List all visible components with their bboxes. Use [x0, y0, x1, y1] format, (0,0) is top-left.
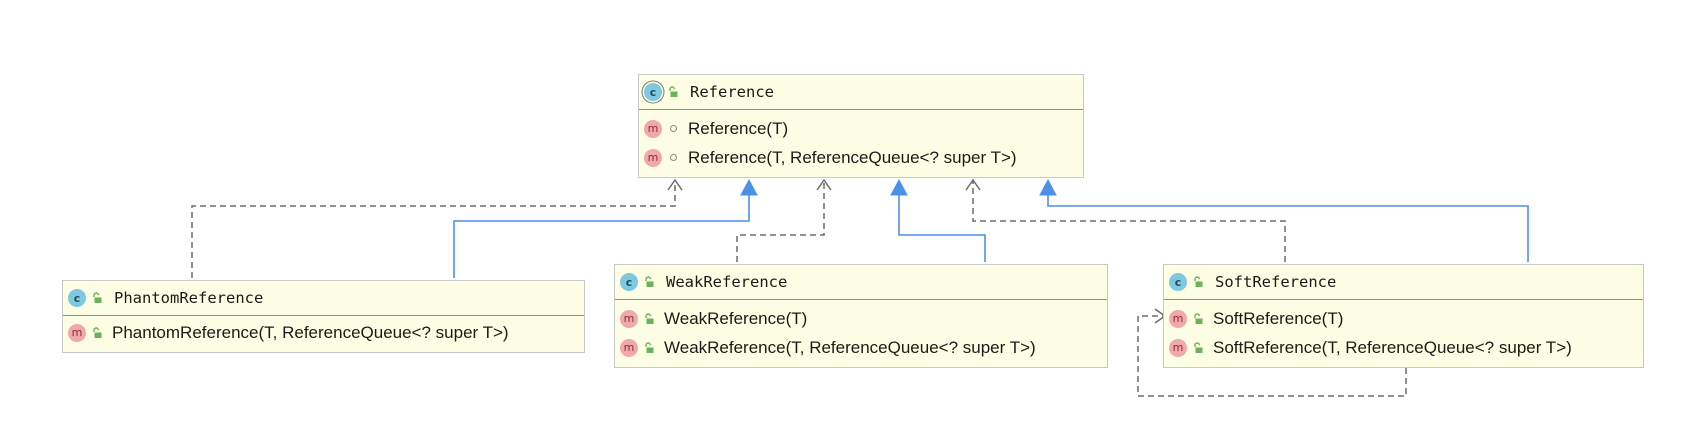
- method-row[interactable]: m WeakReference(T): [615, 304, 1107, 333]
- method-icon: m: [620, 338, 638, 357]
- method-label: SoftReference(T, ReferenceQueue<? super …: [1213, 337, 1572, 357]
- public-lock-icon: [642, 312, 656, 326]
- public-lock-icon: [642, 341, 656, 355]
- public-lock-icon: [90, 291, 104, 305]
- edge-phantom-extends-reference: [453, 194, 750, 278]
- abstract-class-icon: c: [644, 83, 662, 101]
- class-icon: c: [620, 273, 638, 291]
- dependency-arrowhead: [667, 178, 683, 191]
- method-icon: m: [68, 323, 86, 342]
- edge-soft-depends-self: [1137, 315, 1407, 397]
- class-header: c PhantomReference: [63, 281, 584, 316]
- class-name: Reference: [690, 83, 774, 101]
- method-icon: m: [1169, 338, 1187, 357]
- method-row[interactable]: m WeakReference(T, ReferenceQueue<? supe…: [615, 333, 1107, 362]
- class-box-soft-reference[interactable]: c SoftReference m SoftReference(T) m Sof…: [1163, 264, 1644, 368]
- public-lock-icon: [1191, 312, 1205, 326]
- class-name: PhantomReference: [114, 289, 264, 307]
- method-label: WeakReference(T): [664, 308, 808, 328]
- class-box-reference[interactable]: c Reference m Reference(T) m Reference(T…: [638, 74, 1084, 178]
- method-label: WeakReference(T, ReferenceQueue<? super …: [664, 337, 1036, 357]
- method-icon: m: [1169, 309, 1187, 328]
- package-private-icon: [666, 151, 680, 165]
- method-row[interactable]: m PhantomReference(T, ReferenceQueue<? s…: [63, 318, 584, 347]
- method-label: PhantomReference(T, ReferenceQueue<? sup…: [112, 322, 509, 342]
- edge-weak-depends-reference: [736, 180, 825, 262]
- method-row[interactable]: m SoftReference(T): [1164, 304, 1643, 333]
- member-list: m Reference(T) m Reference(T, ReferenceQ…: [639, 110, 1083, 172]
- method-row[interactable]: m Reference(T): [639, 114, 1083, 143]
- edge-weak-extends-reference: [898, 194, 986, 262]
- class-name: WeakReference: [666, 273, 788, 291]
- method-icon: m: [620, 309, 638, 328]
- public-lock-icon: [666, 85, 680, 99]
- public-lock-icon: [642, 275, 656, 289]
- class-header: c SoftReference: [1164, 265, 1643, 300]
- public-lock-icon: [90, 326, 104, 340]
- method-row[interactable]: m SoftReference(T, ReferenceQueue<? supe…: [1164, 333, 1643, 362]
- class-icon: c: [1169, 273, 1187, 291]
- member-list: m PhantomReference(T, ReferenceQueue<? s…: [63, 316, 584, 347]
- public-lock-icon: [1191, 275, 1205, 289]
- method-icon: m: [644, 119, 662, 138]
- class-name: SoftReference: [1215, 273, 1337, 291]
- method-label: Reference(T): [688, 118, 789, 138]
- dependency-arrowhead: [965, 178, 981, 191]
- member-list: m WeakReference(T) m WeakReference(T, Re…: [615, 300, 1107, 362]
- class-box-weak-reference[interactable]: c WeakReference m WeakReference(T) m Wea…: [614, 264, 1108, 368]
- class-header: c Reference: [639, 75, 1083, 110]
- method-label: SoftReference(T): [1213, 308, 1344, 328]
- class-icon: c: [68, 289, 86, 307]
- class-header: c WeakReference: [615, 265, 1107, 300]
- inheritance-arrowhead: [890, 178, 908, 196]
- inheritance-arrowhead: [740, 178, 758, 196]
- public-lock-icon: [1191, 341, 1205, 355]
- method-row[interactable]: m Reference(T, ReferenceQueue<? super T>…: [639, 143, 1083, 172]
- inheritance-arrowhead: [1039, 178, 1057, 196]
- package-private-icon: [666, 122, 680, 136]
- edge-soft-extends-reference: [1047, 194, 1529, 262]
- method-label: Reference(T, ReferenceQueue<? super T>): [688, 147, 1017, 167]
- method-icon: m: [644, 148, 662, 167]
- dependency-arrowhead: [816, 178, 832, 191]
- edge-phantom-depends-reference: [191, 180, 676, 278]
- edge-soft-depends-reference: [972, 180, 1286, 262]
- class-box-phantom-reference[interactable]: c PhantomReference m PhantomReference(T,…: [62, 280, 585, 353]
- member-list: m SoftReference(T) m SoftReference(T, Re…: [1164, 300, 1643, 362]
